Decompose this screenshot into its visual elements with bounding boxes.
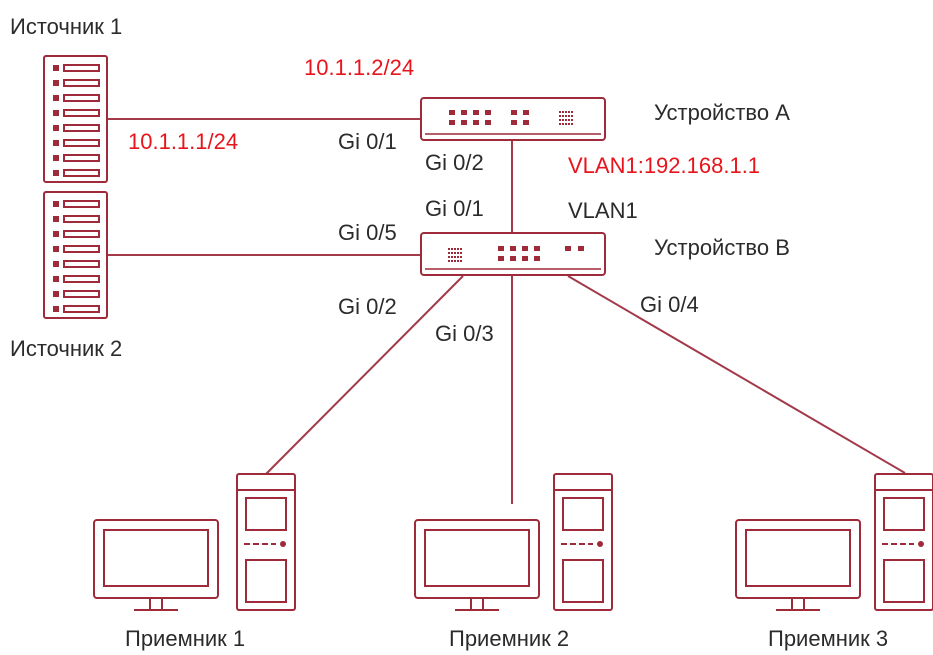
receiver-2-label: Приемник 2 — [449, 626, 570, 651]
port-b-gi02: Gi 0/2 — [338, 294, 397, 319]
device-a-label: Устройство A — [654, 100, 790, 125]
port-a-gi01: Gi 0/1 — [338, 129, 397, 154]
port-b-gi05: Gi 0/5 — [338, 220, 397, 245]
source-1-label: Источник 1 — [10, 14, 123, 39]
desktop-computer-icon — [414, 473, 613, 611]
desktop-computer-icon — [735, 473, 933, 611]
port-b-gi04: Gi 0/4 — [640, 292, 699, 317]
source-2-label: Источник 2 — [10, 336, 123, 361]
switch-icon — [420, 232, 606, 276]
receiver-1-label: Приемник 1 — [125, 626, 246, 651]
server-rack-icon — [43, 191, 108, 319]
port-b-gi03: Gi 0/3 — [435, 321, 494, 346]
link-device-b-receiver3 — [567, 275, 906, 474]
device-a-vlan-ip: VLAN1:192.168.1.1 — [568, 153, 761, 178]
port-b-gi01: Gi 0/1 — [425, 196, 484, 221]
desktop-computer-icon — [93, 473, 296, 611]
device-b-label: Устройство B — [654, 235, 790, 260]
server-rack-icon — [43, 55, 108, 183]
device-a-port-ip: 10.1.1.2/24 — [304, 55, 415, 80]
device-b-vlan: VLAN1 — [568, 198, 638, 223]
link-device-b-receiver1 — [265, 275, 464, 475]
source-1-ip: 10.1.1.1/24 — [128, 129, 239, 154]
port-a-gi02: Gi 0/2 — [425, 150, 484, 175]
receiver-3-label: Приемник 3 — [768, 626, 889, 651]
switch-icon — [420, 97, 606, 141]
